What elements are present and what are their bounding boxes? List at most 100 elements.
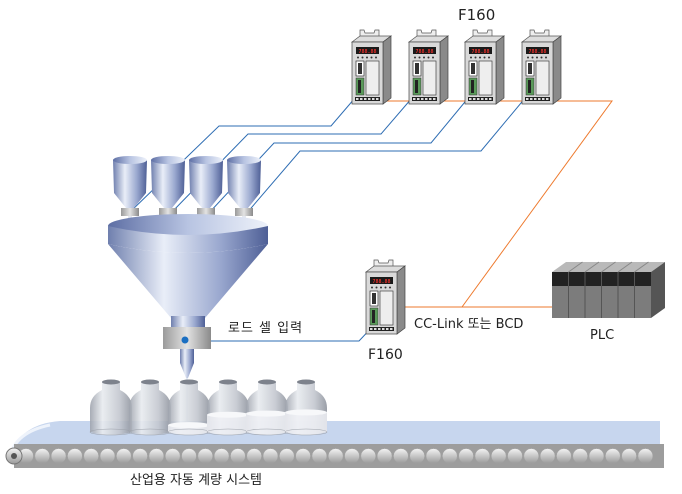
- conveyor-roller: [67, 448, 83, 464]
- conveyor-roller: [279, 448, 295, 464]
- f160-controller-loadcell[interactable]: 788.88: [364, 259, 407, 335]
- conveyor-roller: [360, 448, 377, 464]
- controller-display: [469, 47, 492, 54]
- conveyor-roller: [213, 448, 230, 464]
- load-cell-input-label: 로드 셀 입력: [228, 321, 304, 336]
- controller-key: [414, 56, 416, 59]
- hopper-load-cell: [159, 208, 177, 216]
- communication-label: CC-Link 또는 BCD: [412, 313, 526, 332]
- diagram-caption: 산업용 자동 계량 시스템: [130, 473, 262, 488]
- main-funnel: [108, 214, 268, 328]
- bottom-controller-label: F160: [368, 347, 403, 363]
- hoppers: [113, 156, 261, 228]
- conveyor-roller: [327, 448, 344, 464]
- bottle-5: [245, 379, 289, 436]
- conveyor-roller: [197, 448, 214, 464]
- hopper-load-cell: [121, 208, 139, 216]
- controller-key: [488, 56, 490, 59]
- controller-display: [370, 277, 393, 284]
- bottles: [89, 379, 328, 436]
- conveyor-roller: [621, 448, 637, 464]
- load-cell-connector-dot: [181, 336, 189, 344]
- controller-key: [531, 56, 534, 59]
- option-card-slot: [535, 60, 550, 96]
- hopper-4: [227, 156, 261, 228]
- conveyor-roller: [262, 448, 279, 464]
- conveyor-belt[interactable]: [5, 421, 664, 468]
- conveyor-roller: [376, 448, 393, 464]
- conveyor-roller: [458, 448, 474, 464]
- conveyor-roller: [230, 448, 246, 464]
- f160-controller-4[interactable]: 788.88: [520, 29, 563, 105]
- controller-key: [423, 56, 425, 59]
- conveyor-roller: [99, 448, 116, 464]
- conveyor-roller: [148, 448, 165, 464]
- conveyor-roller: [605, 448, 621, 464]
- conveyor-roller: [572, 448, 588, 464]
- conveyor-roller: [556, 448, 572, 464]
- conveyor-roller: [246, 448, 262, 464]
- controller-key: [380, 286, 382, 289]
- option-card-slot: [422, 60, 437, 96]
- controller-display-value: 788.88: [358, 49, 376, 55]
- controller-display: [413, 47, 436, 54]
- conveyor-roller: [490, 448, 507, 464]
- plc-unit[interactable]: [552, 261, 665, 318]
- conveyor-roller: [409, 448, 425, 464]
- bottle-fill-level: [207, 414, 249, 435]
- bottle-4: [206, 379, 250, 436]
- controller-key: [361, 56, 364, 59]
- conveyor-roller: [50, 448, 67, 464]
- f160-controller-3[interactable]: 788.88: [463, 29, 506, 105]
- conveyor-roller: [116, 448, 132, 464]
- hopper-2: [151, 156, 185, 228]
- controller-key: [375, 286, 378, 289]
- conveyor-roller: [523, 448, 540, 464]
- controller-key: [389, 286, 391, 289]
- f160-controller-1[interactable]: 788.88: [350, 29, 393, 105]
- conveyor-roller: [588, 448, 605, 464]
- controller-display-value: 788.88: [415, 49, 433, 55]
- controller-key: [536, 56, 538, 59]
- bottle-fill-level: [246, 413, 288, 435]
- bottom-controller: 788.88: [364, 259, 407, 335]
- conveyor-roller: [164, 448, 181, 464]
- controller-key: [427, 56, 430, 59]
- conveyor-roller: [474, 448, 491, 464]
- conveyor-roller: [311, 448, 328, 464]
- controller-key: [371, 286, 373, 289]
- hopper-load-cell: [235, 208, 253, 216]
- controller-key: [474, 56, 477, 59]
- controller-key: [540, 56, 543, 59]
- conveyor-roller: [507, 448, 523, 464]
- controller-key: [479, 56, 481, 59]
- controller-key: [432, 56, 434, 59]
- conveyor-roller: [425, 448, 442, 464]
- controller-display: [526, 47, 549, 54]
- controller-key: [375, 56, 377, 59]
- controller-key: [418, 56, 421, 59]
- controller-key: [370, 56, 373, 59]
- option-card-slot: [379, 290, 394, 326]
- bottle-3: [167, 379, 211, 436]
- conveyor-roller: [637, 448, 654, 464]
- option-card-slot: [365, 60, 380, 96]
- bottle-2: [128, 379, 172, 436]
- conveyor-roller: [34, 448, 51, 464]
- bottle-fill-level: [285, 412, 327, 435]
- controller-display-value: 788.88: [372, 279, 390, 285]
- conveyor-roller: [344, 448, 360, 464]
- controller-key: [357, 56, 359, 59]
- top-controllers: 788.88 788.88 788.88 788.88: [350, 29, 563, 105]
- plc-label: PLC: [590, 328, 615, 343]
- option-card-slot: [478, 60, 493, 96]
- f160-controller-2[interactable]: 788.88: [407, 29, 450, 105]
- controller-key: [545, 56, 547, 59]
- controller-display: [356, 47, 379, 54]
- controller-display-value: 788.88: [471, 49, 489, 55]
- controller-key: [366, 56, 368, 59]
- conveyor-roller: [132, 448, 148, 464]
- controller-key: [527, 56, 529, 59]
